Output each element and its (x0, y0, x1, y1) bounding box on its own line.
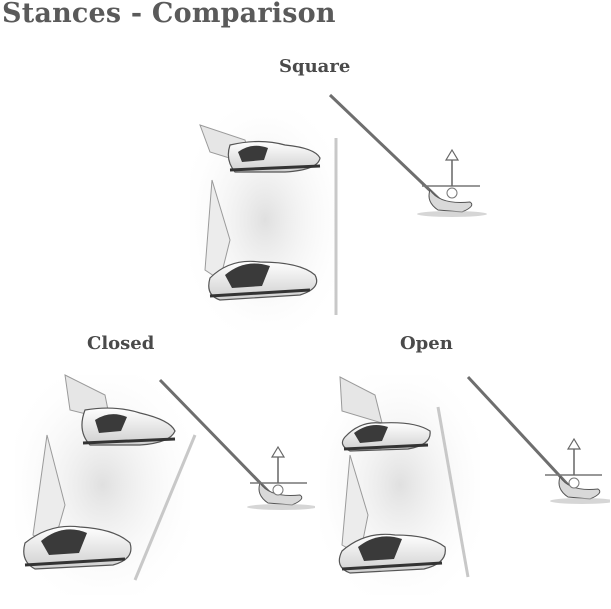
golf-shoe-icon (339, 376, 431, 452)
alignment-line (436, 406, 470, 578)
alignment-line (133, 434, 197, 581)
arrow-up-icon (566, 437, 582, 475)
stance-panel-closed (15, 365, 315, 605)
golf-shoe-icon (338, 454, 446, 574)
arrow-up-icon (444, 148, 460, 186)
golf-shoe-icon (204, 179, 318, 301)
page-title: Stances - Comparison (2, 0, 336, 29)
golf-shoe-icon (199, 124, 321, 173)
golf-shoe-icon (23, 434, 132, 570)
golf-ball-icon (446, 187, 458, 199)
stance-label-open: Open (400, 333, 453, 354)
golf-ball-icon (568, 477, 580, 489)
stance-panel-open (320, 365, 610, 605)
stance-label-square: Square (279, 56, 351, 77)
golf-club-icon (328, 93, 487, 217)
stance-label-closed: Closed (87, 333, 155, 354)
golf-club-icon (466, 375, 610, 504)
arrow-up-icon (270, 445, 286, 483)
golf-shoe-icon (64, 374, 176, 446)
stance-panel-square (190, 90, 500, 330)
golf-club-icon (158, 378, 315, 510)
golf-ball-icon (272, 484, 284, 496)
